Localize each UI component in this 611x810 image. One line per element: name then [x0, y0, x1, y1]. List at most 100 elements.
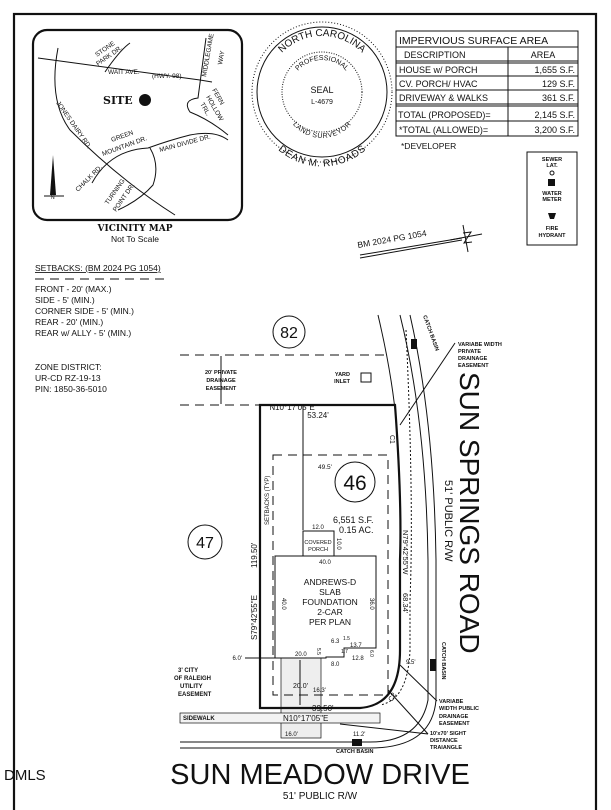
setbacks-items-2: CORNER SIDE - 5' (MIN.) [35, 306, 134, 316]
impervious_table-rows-2-desc: DRIVEWAY & WALKS [399, 93, 488, 103]
catch-basin-icon [430, 659, 436, 671]
house-footprint [274, 555, 377, 659]
driveway [280, 657, 322, 739]
fire-hydrant-icon [548, 213, 556, 219]
bearings-north: N10°17'05"E [269, 403, 314, 412]
zone-2: PIN: 1850-36-5010 [35, 384, 107, 394]
labels-var_private-0: VARIABE WIDTH [458, 342, 502, 348]
dims-side: 6.0' [233, 656, 243, 662]
labels-private_easement-1: DRAINAGE [206, 378, 236, 384]
impervious_table-rows-1-desc: CV. PORCH/ HVAC [399, 79, 478, 89]
impervious_table-rows-2-area: 361 S.F. [542, 93, 575, 103]
dims-d200: 20.0 [295, 652, 307, 658]
legend-sewer-1: LAT. [546, 163, 558, 169]
labels-var_public-1: WIDTH PUBLIC [439, 706, 479, 712]
labels-yard_inlet-1: INLET [334, 379, 351, 385]
yard-inlet-icon [360, 372, 372, 383]
labels-private_easement-2: EASEMENT [206, 386, 237, 392]
roads-south_rw: 51' PUBLIC R/W [283, 791, 358, 802]
labels-var_public-3: EASEMENT [439, 721, 470, 727]
impervious_table-totals-0-area: 2,145 S.F. [534, 110, 575, 120]
dims-d128: 12.8 [352, 656, 364, 662]
labels-sight-2: TRAIANGLE [430, 745, 462, 751]
lot-82-label: 82 [280, 325, 298, 342]
vicinity_map-roads-5: WAY [217, 50, 226, 66]
legend-sewer-0: SEWER [542, 157, 562, 163]
labels-house-1: SLAB [319, 587, 341, 597]
vicinity_map-roads-2: WAIT AVE. [108, 69, 140, 76]
vicinity-map: SITE STONE PARK DR. WAIT AVE. (HWY. 98) … [31, 28, 244, 244]
labels-house-0: ANDREWS-D [304, 577, 356, 587]
impervious_table-footnote: *DEVELOPER [401, 141, 456, 151]
lot_info-area_ac: 0.15 AC. [339, 525, 374, 535]
labels-catch_basin: CATCH BASIN [440, 642, 446, 680]
lot-46-label: 46 [343, 472, 366, 495]
bearings-west_dist: 119.50' [250, 542, 259, 568]
legend-fire-0: FIRE [546, 226, 559, 232]
labels-house-4: PER PLAN [309, 617, 351, 627]
dims-house_r: 36.0 [368, 598, 374, 610]
vicinity_map-roads-13: CHALK RD. [74, 164, 104, 194]
lot_info-area_sf: 6,551 S.F. [333, 515, 374, 525]
impervious_table-headers-0: DESCRIPTION [404, 50, 466, 60]
labels-c1: C1 [388, 435, 395, 444]
dims-d60: 6.0 [368, 650, 374, 657]
labels-sight-0: 10'x70' SIGHT [430, 731, 467, 737]
labels-yard_inlet-0: YARD [335, 372, 350, 378]
impervious_table-rows-0-area: 1,655 S.F. [534, 65, 575, 75]
vicinity_map-subtitle: Not To Scale [111, 234, 159, 244]
road-name-south: SUN MEADOW DRIVE [170, 759, 470, 791]
dims-d112: 11.2' [353, 732, 365, 738]
impervious_table-totals-1-desc: *TOTAL (ALLOWED)= [399, 125, 488, 135]
dims-d163: 16.3' [313, 688, 326, 694]
catch-basin-icon [411, 339, 417, 349]
setbacks-items-4: REAR w/ ALLY - 5' (MIN.) [35, 328, 131, 338]
dims-d95: 9.5' [406, 660, 416, 666]
dims-porch_d: 10.0 [335, 538, 341, 550]
roads-east_rw: 51' PUBLIC R/W [442, 480, 454, 562]
setbacks-items-0: FRONT - 20' (MAX.) [35, 284, 112, 294]
labels-covered_porch-1: PORCH [308, 547, 328, 553]
sheet-border [12, 12, 598, 810]
dims-porch_w: 12.0 [312, 525, 324, 531]
bearings-south_dist: 39.50' [312, 704, 334, 713]
symbol-legend: SEWER LAT. WATER METER FIRE HYDRANT [526, 151, 578, 246]
impervious_table-headers-1: AREA [531, 50, 556, 60]
labels-var_private-3: EASEMENT [458, 363, 489, 369]
zone-0: ZONE DISTRICT: [35, 362, 102, 372]
vicinity_map-site_label: SITE [103, 94, 133, 107]
svg-text:DEAN M. RHOADS: DEAN M. RHOADS [276, 143, 368, 169]
dims-d15: 1.5 [343, 636, 350, 642]
north-arrow-icon [449, 224, 483, 253]
sidewalk [179, 712, 381, 724]
labels-var_private-1: PRIVATE [458, 349, 481, 355]
dims-d160: 16.0' [285, 732, 298, 738]
svg-text:NORTH CAROLINA: NORTH CAROLINA [276, 28, 367, 55]
dims-d137: 13.7 [350, 643, 362, 649]
impervious_table-totals-1-area: 3,200 S.F. [534, 125, 575, 135]
bearings-west: S79°42'55"E [250, 595, 259, 640]
bm_label: BM 2024 PG 1054 [357, 228, 428, 250]
bearings-east_dist: 68.34' [401, 593, 410, 614]
setbacks-items-1: SIDE - 5' (MIN.) [35, 295, 95, 305]
watermark: DMLS [4, 767, 46, 784]
vicinity_map-roads-9: JONES DAIRY RD. [54, 100, 92, 150]
seal-outer_bottom: DEAN M. RHOADS [276, 143, 368, 169]
labels-sidewalk: SIDEWALK [183, 716, 215, 722]
lot-47-label: 47 [196, 535, 214, 552]
dims-house_l: 40.0 [280, 598, 286, 610]
road-name-east: SUN SPRINGS ROAD [454, 372, 485, 654]
dims-rear: 49.5' [318, 464, 332, 471]
seal-outer_top: NORTH CAROLINA [276, 28, 367, 55]
labels-catch_basin: CATCH BASIN [421, 315, 439, 352]
labels-house-2: FOUNDATION [302, 597, 358, 607]
labels-utility-2: UTILITY [180, 684, 203, 690]
labels-setbacks_typ: SETBACKS (TYP) [265, 476, 271, 525]
labels-utility-3: EASEMENT [178, 692, 212, 698]
legend-water-1: METER [542, 197, 561, 203]
labels-sight-1: DISTANCE [430, 738, 458, 744]
dims-d55: 5.5 [315, 648, 321, 655]
impervious_table-totals-0-desc: TOTAL (PROPOSED)= [398, 110, 491, 120]
bearings-east: N79°42'55"W [401, 530, 410, 576]
